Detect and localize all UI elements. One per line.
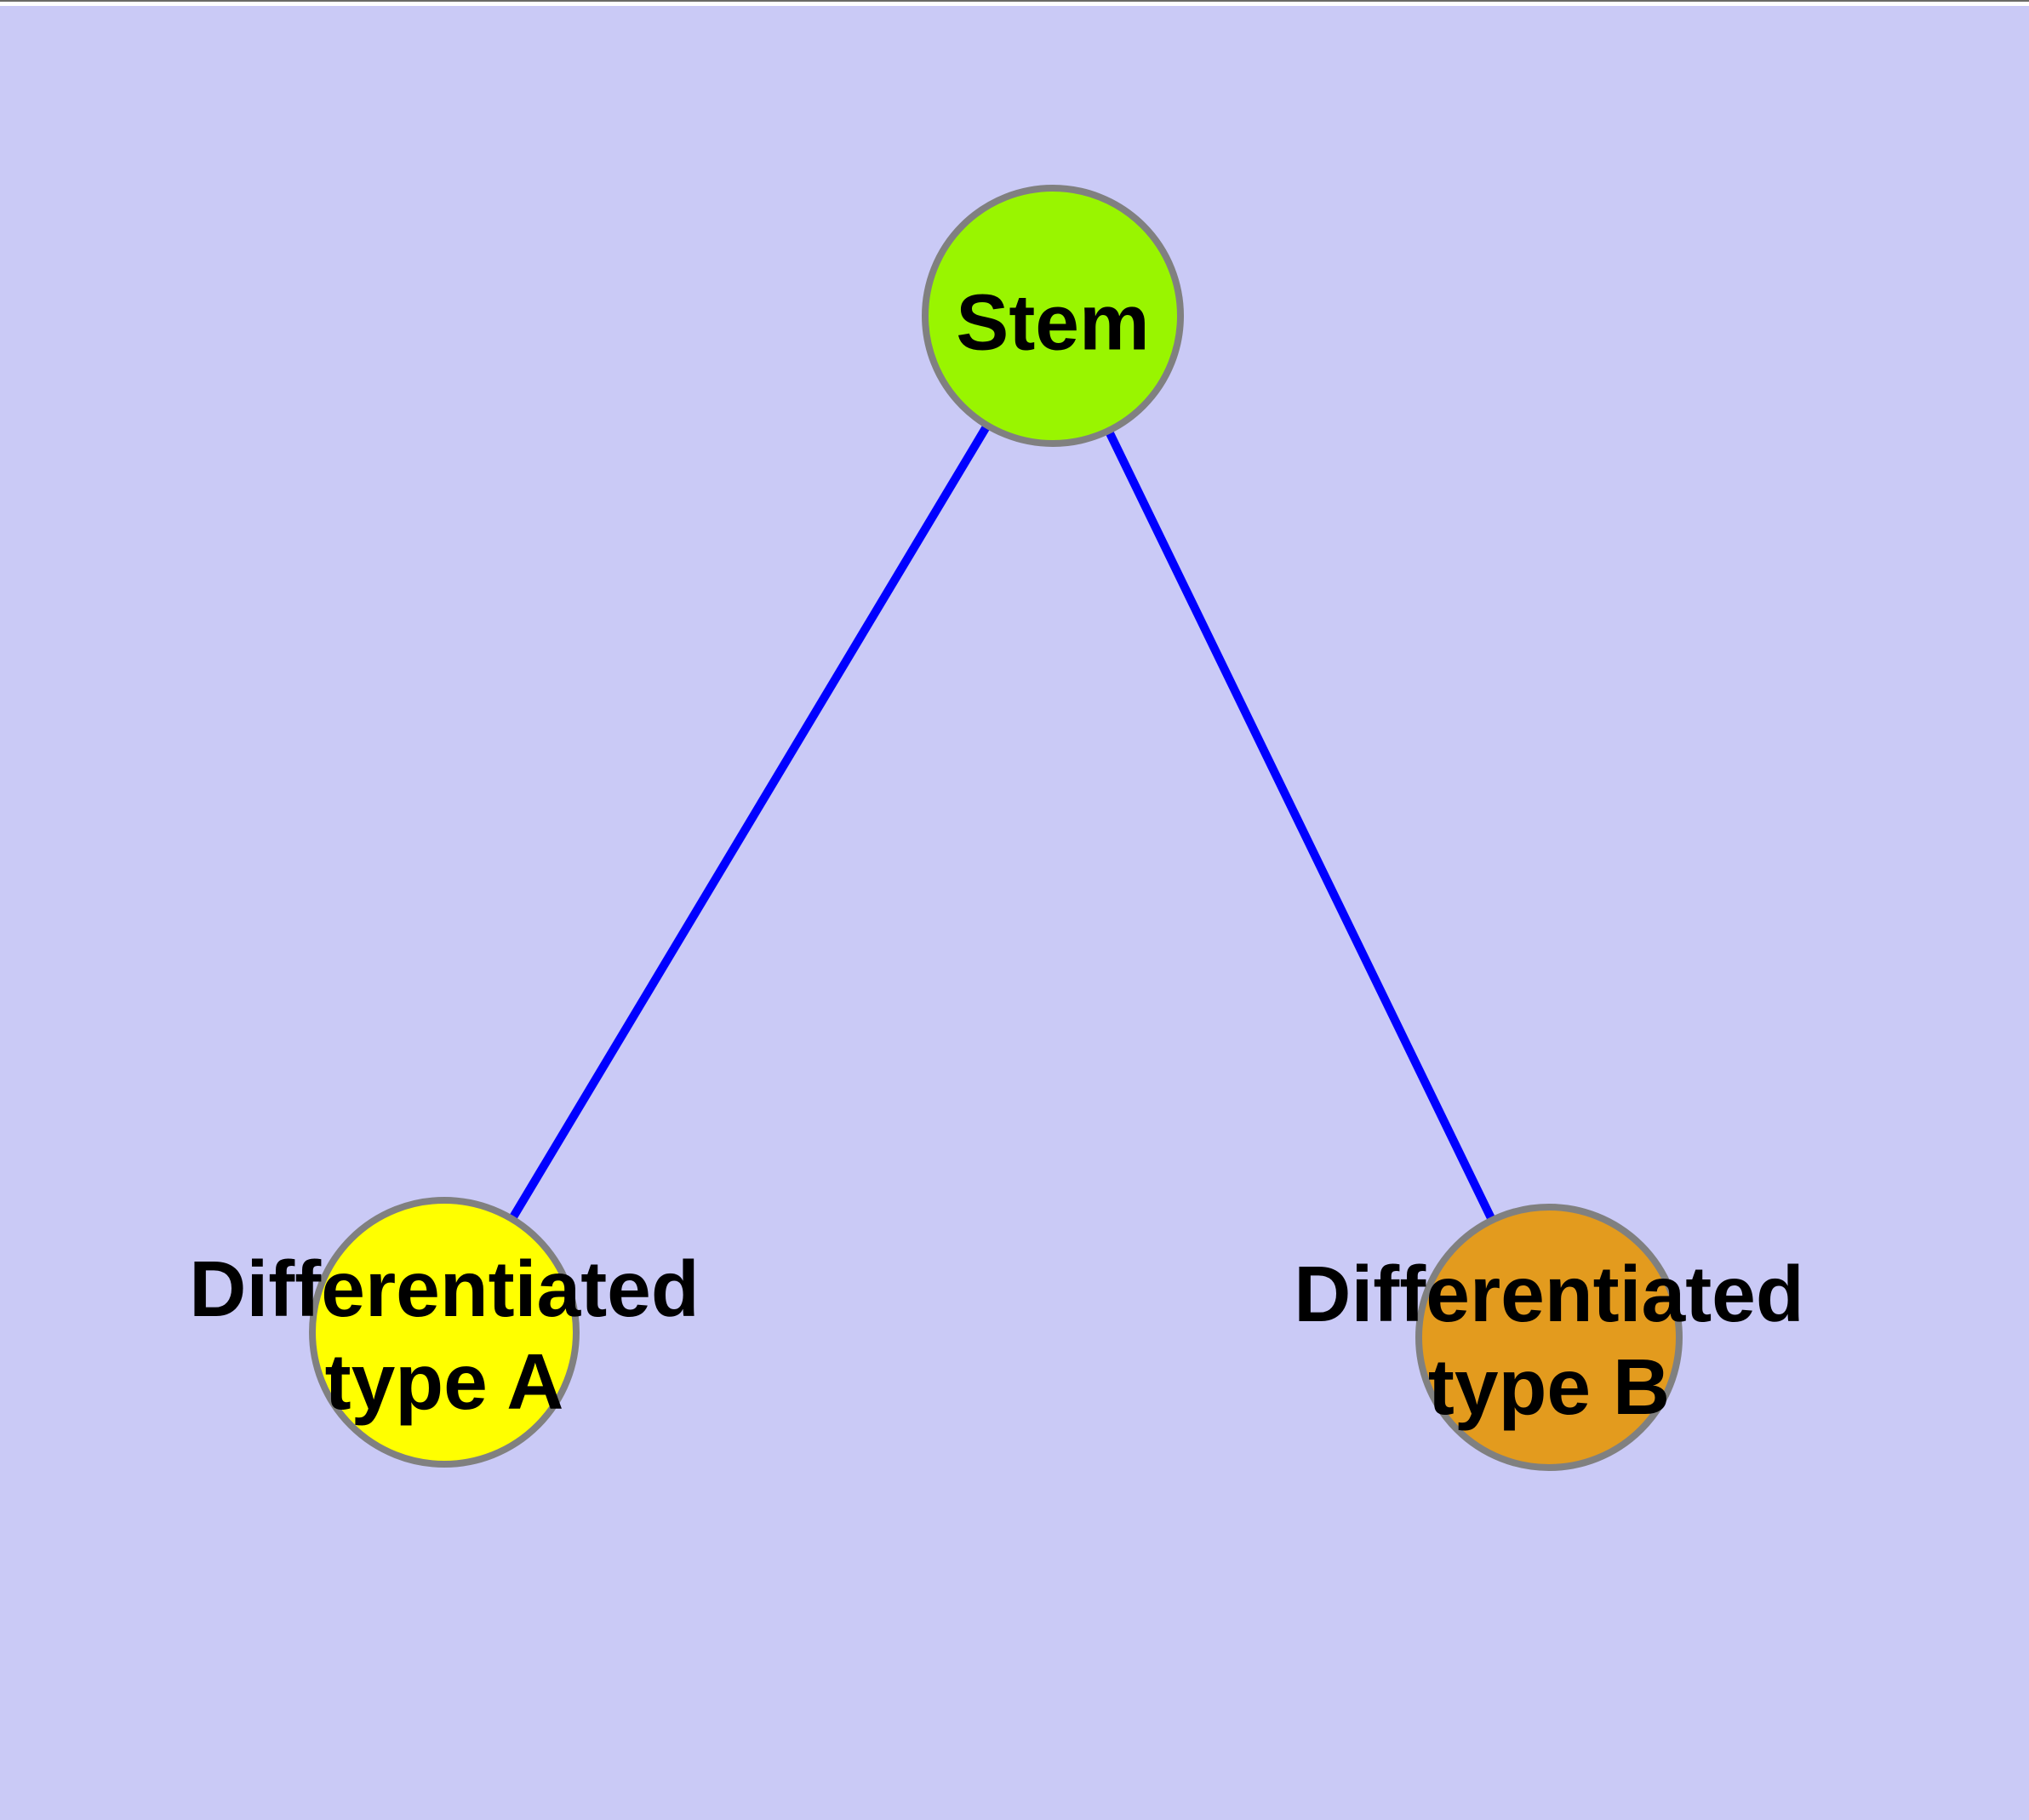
canvas-top-edge-artifact — [0, 0, 2029, 6]
node-label-text-line2: type A — [324, 1337, 564, 1426]
edge-stem-to-type-a — [440, 313, 1057, 1335]
node-type-a-circle — [309, 1197, 580, 1468]
node-label-text-line2: type B — [1427, 1342, 1671, 1431]
node-type-b-circle — [1415, 1204, 1683, 1471]
node-stem-circle — [922, 185, 1184, 447]
node-label-text-line1: Differentiated — [1294, 1250, 1804, 1338]
node-type-b-label: Differentiated type B — [1294, 1248, 1803, 1434]
node-type-a-label: Differentiated type A — [189, 1243, 699, 1428]
node-stem-label: Stem — [956, 277, 1149, 369]
edge-stem-to-type-b — [1049, 313, 1553, 1340]
node-label-text: Stem — [956, 278, 1150, 367]
node-label-text-line1: Differentiated — [189, 1245, 700, 1333]
